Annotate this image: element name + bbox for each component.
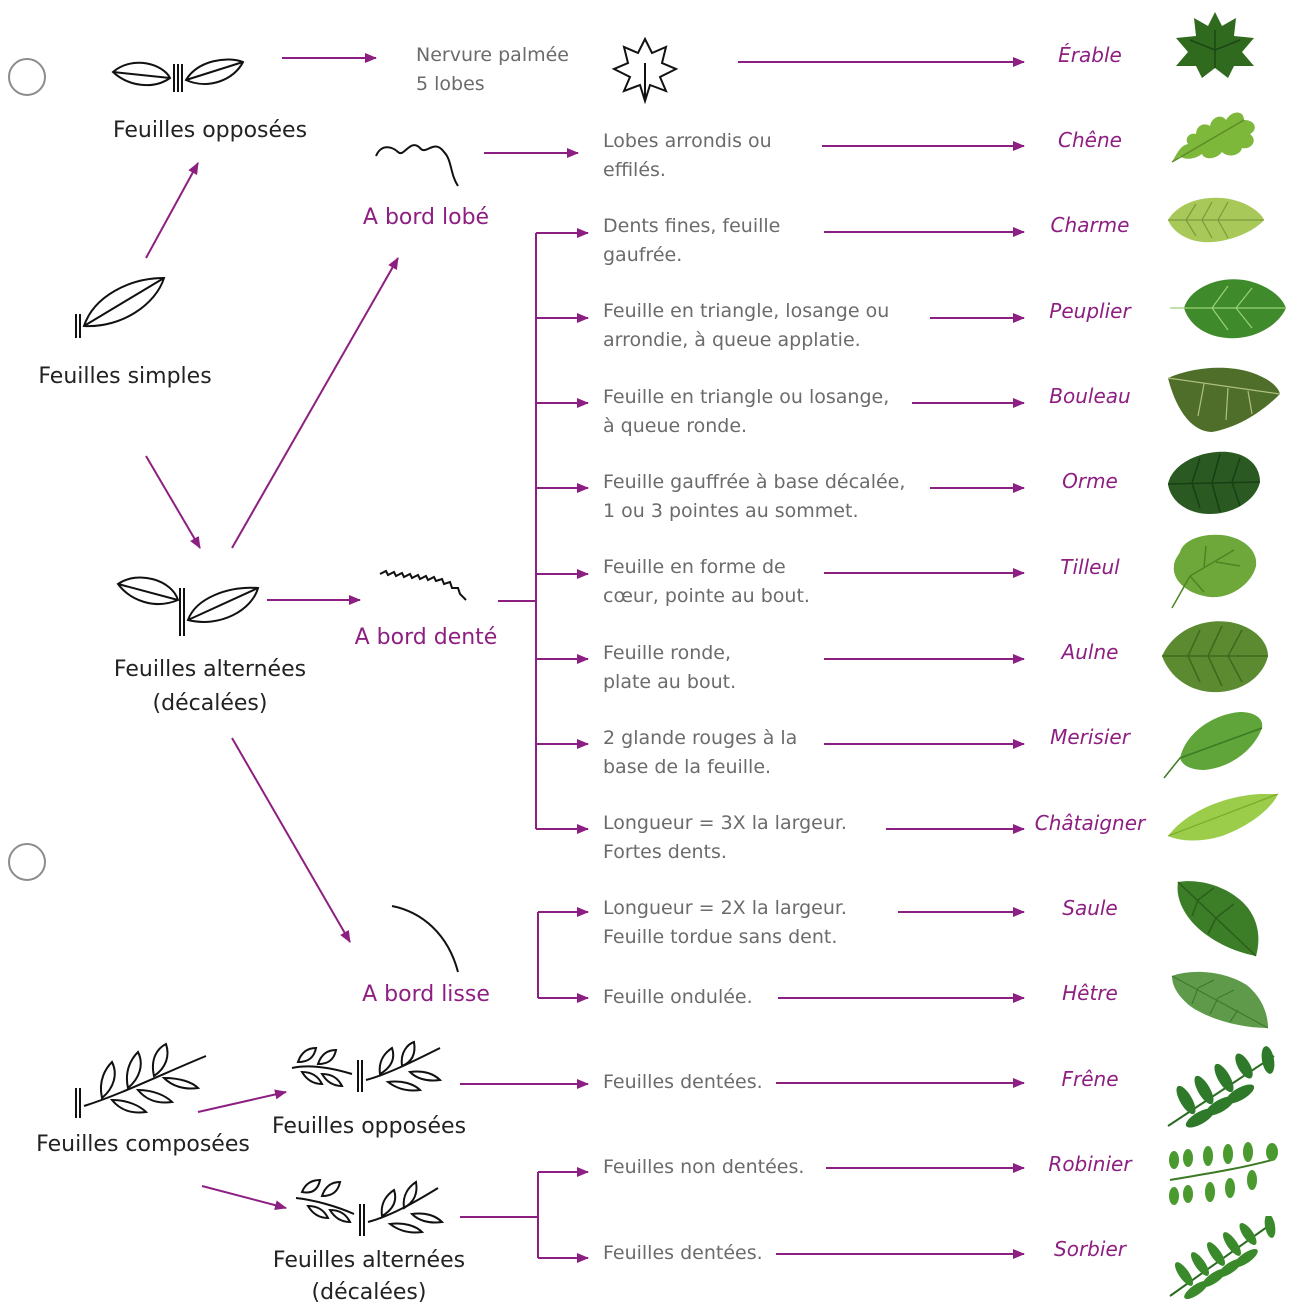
frene-leaf-image [1164, 1046, 1280, 1130]
lobed-edge-icon [372, 134, 464, 190]
label-alternate-leaves: Feuilles alternées [100, 653, 320, 687]
tree-name-13: Robinier [1020, 1152, 1160, 1176]
charme-leaf-image [1166, 194, 1266, 246]
tree-name-9: Châtaigner [1020, 811, 1160, 835]
tree-name-12: Frêne [1020, 1067, 1160, 1091]
arrow-simple-to-opposed [146, 163, 198, 258]
arrow-alternate-to-smooth [232, 738, 350, 942]
tree-name-0: Érable [1020, 43, 1160, 67]
sorbier-leaf-image [1166, 1216, 1280, 1300]
label-compound-leaves: Feuilles composées [28, 1128, 258, 1162]
chataigner-leaf-image [1166, 790, 1282, 844]
tree-name-1: Chêne [1020, 128, 1160, 152]
tree-name-2: Charme [1020, 213, 1160, 237]
robinier-leaf-image [1164, 1140, 1280, 1210]
alternate-leaf-icon [112, 570, 262, 640]
description-11: Feuille ondulée. [603, 983, 753, 1012]
label-compound-opposed: Feuilles opposées [264, 1110, 474, 1144]
hetre-leaf-image [1168, 966, 1270, 1032]
label-toothed-edge: A bord denté [346, 625, 506, 650]
label-simple-leaves: Feuilles simples [20, 360, 230, 394]
opposed-leaf-icon [108, 50, 248, 100]
tree-name-8: Merisier [1020, 725, 1160, 749]
tree-name-10: Saule [1020, 896, 1160, 920]
tilleul-leaf-image [1164, 532, 1260, 610]
chene-leaf-image [1166, 98, 1262, 168]
label-alternate-leaves-sub: (décalées) [100, 687, 320, 721]
aulne-leaf-image [1160, 616, 1272, 696]
tree-name-14: Sorbier [1020, 1237, 1160, 1261]
description-7: Feuille ronde,plate au bout. [603, 639, 736, 697]
compound-alternate-icon [292, 1176, 444, 1238]
description-13: Feuilles non dentées. [603, 1153, 804, 1182]
peuplier-leaf-image [1166, 270, 1290, 346]
radio-button-middle[interactable] [8, 843, 46, 881]
tree-name-5: Orme [1020, 469, 1160, 493]
description-10: Longueur = 2X la largeur.Feuille tordue … [603, 894, 847, 952]
description-4: Feuille en triangle ou losange,à queue r… [603, 383, 889, 441]
description-12: Feuilles dentées. [603, 1068, 763, 1097]
maple-leaf-icon [610, 35, 680, 105]
arrow-compound-to-alternate [202, 1186, 286, 1208]
tree-name-11: Hêtre [1020, 981, 1160, 1005]
tree-name-7: Aulne [1020, 640, 1160, 664]
label-smooth-edge: A bord lisse [346, 982, 506, 1007]
orme-leaf-image [1164, 448, 1264, 518]
description-14: Feuilles dentées. [603, 1239, 763, 1268]
label-opposed-leaves: Feuilles opposées [100, 114, 320, 148]
label-compound-alternate: Feuilles alternées [264, 1244, 474, 1278]
arrow-simple-to-alternate [146, 456, 200, 548]
description-5: Feuille gauffrée à base décalée,1 ou 3 p… [603, 468, 905, 526]
saule-leaf-image [1172, 876, 1262, 958]
tree-name-6: Tilleul [1020, 555, 1160, 579]
simple-leaf-icon [72, 274, 172, 344]
arrow-alternate-to-lobed [232, 258, 398, 548]
erable-leaf-image [1170, 10, 1260, 80]
radio-button-top[interactable] [8, 58, 46, 96]
compound-opposed-icon [288, 1040, 448, 1098]
bouleau-leaf-image [1164, 356, 1282, 436]
description-9: Longueur = 3X la largeur.Fortes dents. [603, 809, 847, 867]
merisier-leaf-image [1162, 708, 1266, 780]
label-lobed-edge: A bord lobé [346, 205, 506, 230]
tree-name-4: Bouleau [1020, 384, 1160, 408]
toothed-edge-icon [376, 566, 472, 606]
tree-name-3: Peuplier [1020, 299, 1160, 323]
label-compound-alternate-sub: (décalées) [264, 1276, 474, 1310]
compound-leaf-icon [72, 1040, 212, 1120]
smooth-edge-icon [388, 900, 468, 976]
